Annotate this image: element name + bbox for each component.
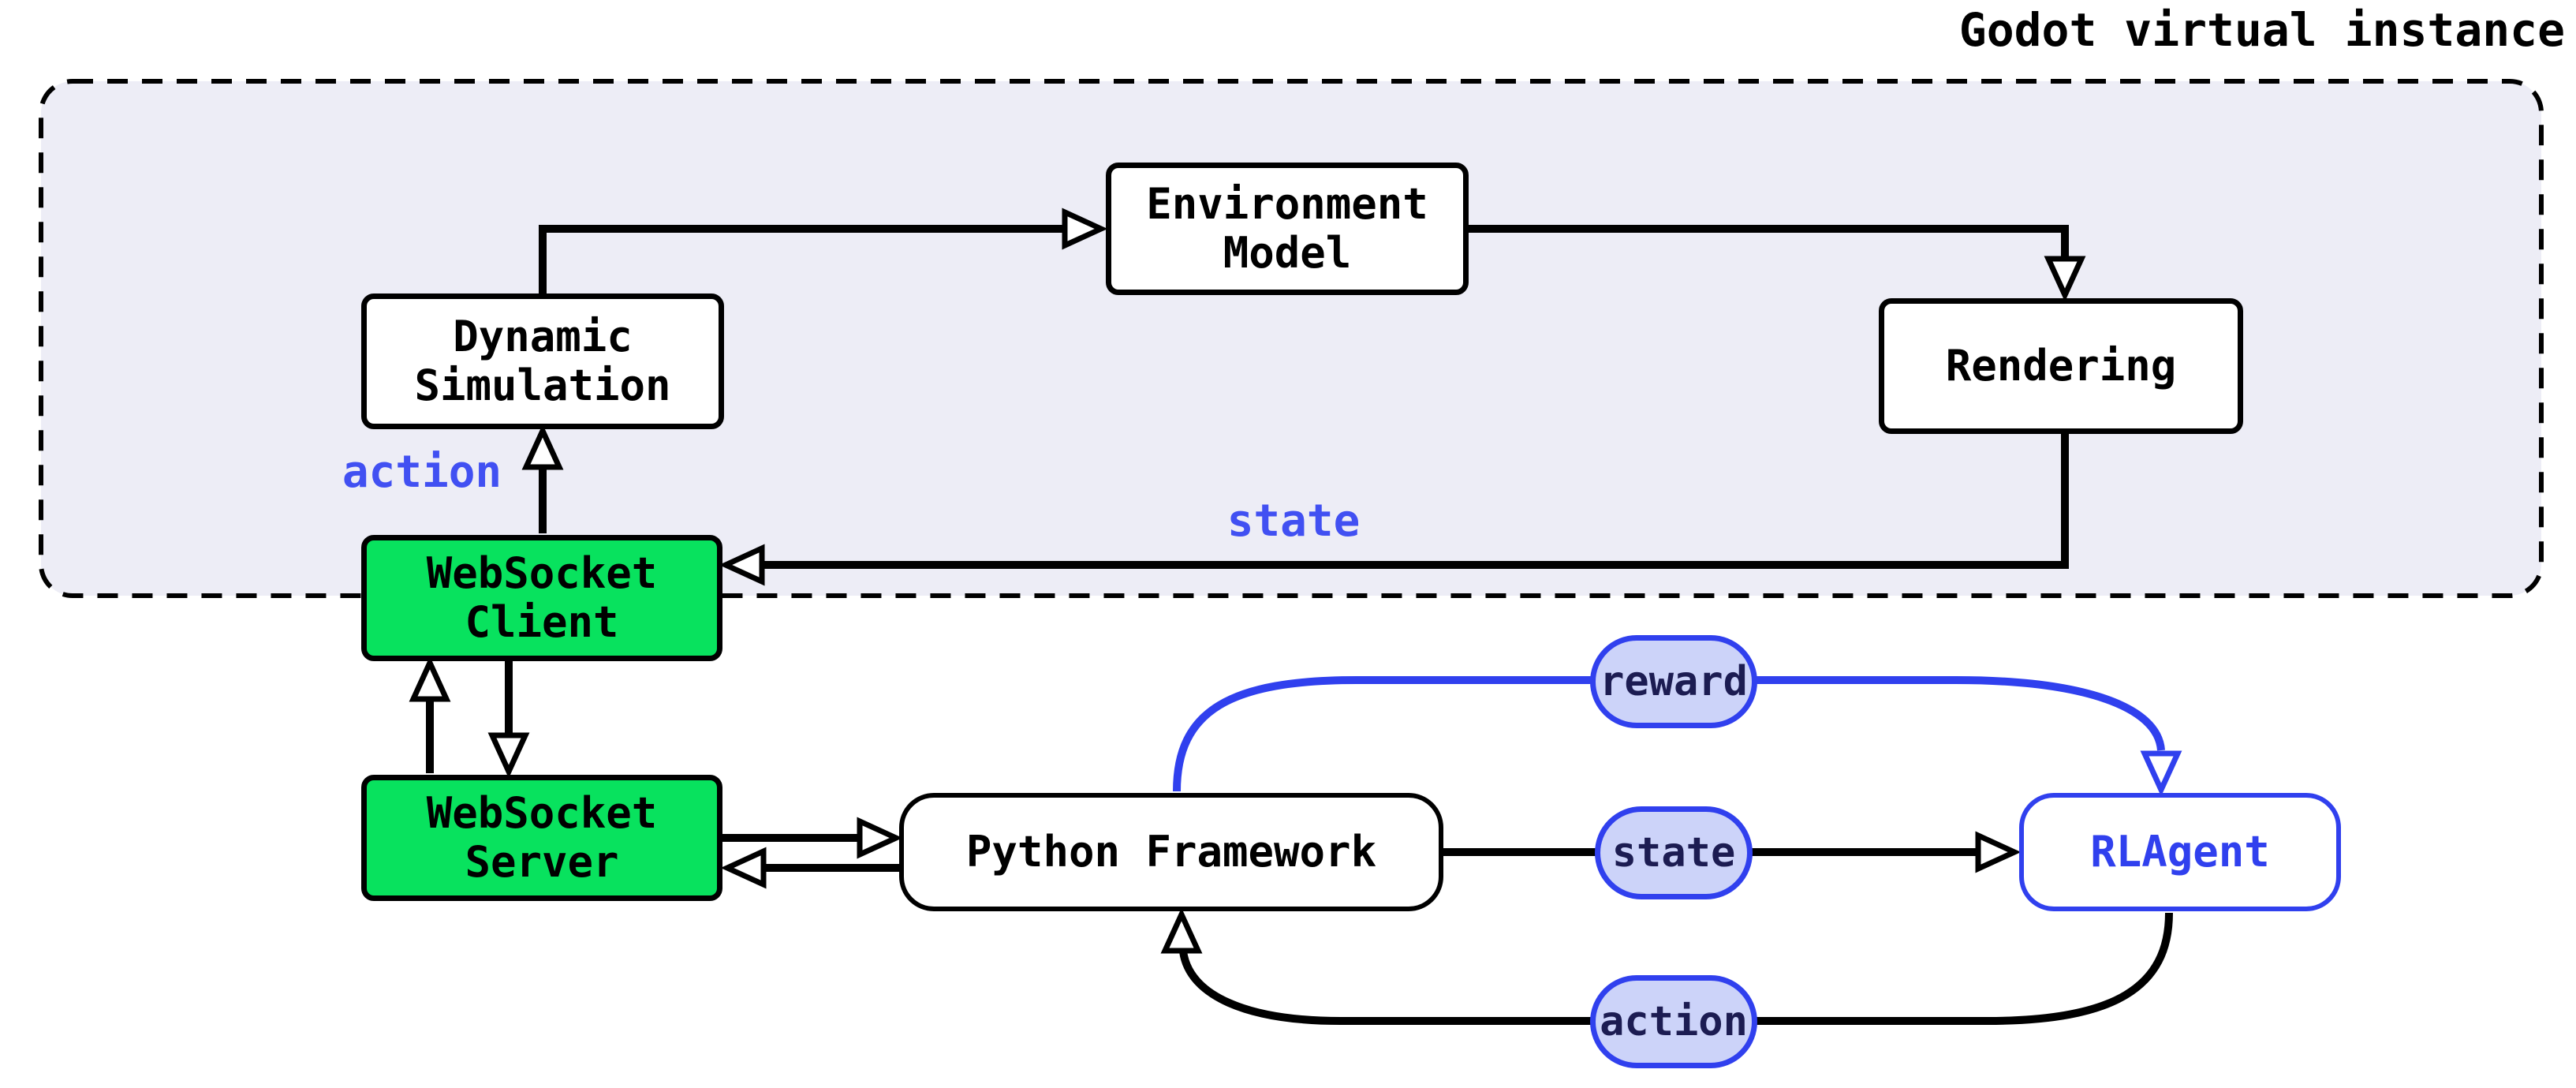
arrowhead-right-into-environment (1062, 208, 1108, 250)
pill-action-label: action (1590, 975, 1757, 1068)
arrowhead-down-into-rendering (2044, 256, 2086, 302)
node-python-framework: Python Framework (899, 793, 1443, 911)
arrowhead-up-into-simulation (521, 424, 564, 470)
edge-simulation-to-environment (539, 225, 1065, 293)
arrowhead-up-into-client (409, 656, 451, 702)
arrowhead-right-into-rlagent (1975, 831, 2022, 873)
arrowhead-left-into-server (720, 847, 767, 889)
node-websocket-client: WebSocket Client (361, 535, 722, 661)
edge-state-rendering-to-client (762, 434, 2069, 569)
arrowhead-right-into-python (857, 817, 903, 859)
arrowhead-up-into-python (1160, 907, 1203, 954)
node-environment-model: Environment Model (1106, 163, 1469, 295)
node-dynamic-simulation: Dynamic Simulation (361, 293, 724, 429)
pill-state-label: state (1595, 806, 1753, 899)
node-rlagent: RLAgent (2019, 793, 2341, 911)
edge-environment-to-rendering (1469, 225, 2069, 259)
godot-instance-title: Godot virtual instance (1958, 3, 2565, 57)
edge-action-rlagent-to-python (1179, 912, 2173, 1025)
label-action: action (342, 447, 502, 498)
label-state: state (1226, 495, 1361, 547)
arrowhead-blue-down-into-rlagent (2140, 750, 2182, 797)
edge-reward-python-to-rlagent (1173, 676, 2165, 792)
arrowhead-left-into-client (719, 544, 765, 586)
node-websocket-server: WebSocket Server (361, 775, 722, 901)
godot-instance-container (39, 79, 2544, 598)
node-rendering: Rendering (1879, 298, 2243, 434)
pill-reward-label: reward (1590, 635, 1757, 728)
arrowhead-down-into-server (487, 732, 530, 779)
